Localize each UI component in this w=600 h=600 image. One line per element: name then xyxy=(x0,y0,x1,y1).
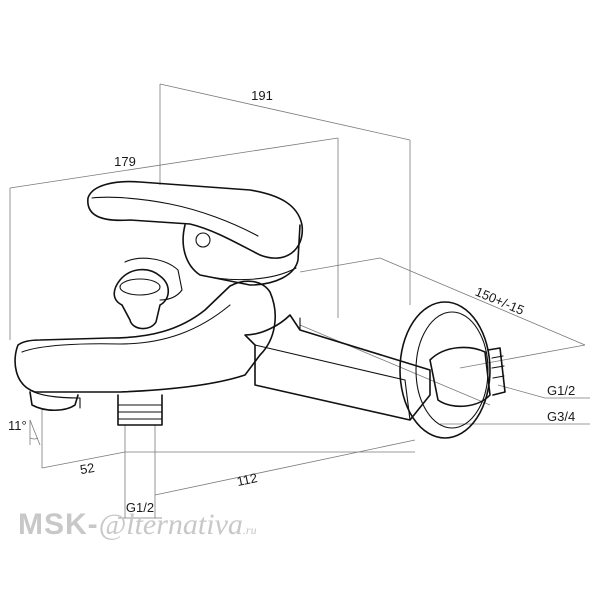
spout-outline xyxy=(14,280,276,393)
dimension-guides xyxy=(9,83,590,519)
label-191: 191 xyxy=(251,88,273,103)
aerator xyxy=(29,391,79,412)
watermark-main: MSK- xyxy=(18,508,99,541)
dim-179-line xyxy=(9,137,339,189)
leader-g12-right xyxy=(497,384,546,399)
dim-112-line xyxy=(154,439,416,496)
dim-52-line xyxy=(41,451,126,469)
spout-top-edge xyxy=(21,304,231,353)
dim-150-ext-bottom xyxy=(459,344,586,369)
dim-150-line xyxy=(379,257,586,346)
diverter-knob xyxy=(113,268,170,330)
label-179: 179 xyxy=(114,154,136,169)
watermark-suffix: .ru xyxy=(242,523,257,537)
body-block xyxy=(244,314,431,421)
cartridge-housing xyxy=(182,224,301,286)
eccentric-thread-3 xyxy=(492,375,505,379)
diverter-knob-top xyxy=(119,278,161,296)
body-block-edge xyxy=(254,344,411,421)
wall-flange-inner xyxy=(415,311,489,429)
label-angle: 11° xyxy=(8,418,27,433)
lever-highlight xyxy=(91,196,259,237)
angle-arc xyxy=(29,437,39,440)
eccentric-thread-1 xyxy=(491,355,504,359)
label-g12-bottom: G1/2 xyxy=(126,500,154,515)
spout-tip-bottom xyxy=(29,389,81,409)
label-52: 52 xyxy=(79,460,96,477)
watermark: MSK- @lternativa .ru xyxy=(18,508,257,542)
watermark-script: @lternativa xyxy=(98,508,243,541)
dimension-labels: 191 179 150+/-15 G1/2 G3/4 11° 52 112 G1… xyxy=(8,88,575,515)
lever-screw xyxy=(195,232,211,248)
label-g34: G3/4 xyxy=(547,409,575,424)
bottom-outlet xyxy=(117,394,163,426)
dim-150-ext-top xyxy=(299,257,381,273)
diverter-collar xyxy=(124,257,183,301)
housing-ring xyxy=(199,267,297,281)
label-150: 150+/-15 xyxy=(473,284,526,318)
angle-ref-tilted xyxy=(29,419,41,446)
label-g12-right: G1/2 xyxy=(547,383,575,398)
lever-handle xyxy=(87,180,303,259)
eccentric-thread-2 xyxy=(491,365,505,369)
faucet-body xyxy=(14,180,506,439)
dim-150-ext-mid xyxy=(299,324,491,406)
label-112: 112 xyxy=(235,470,258,489)
eccentric-thread xyxy=(487,347,506,396)
wall-flange xyxy=(399,301,491,439)
dim-191-line xyxy=(159,83,411,141)
eccentric-nut xyxy=(429,346,491,408)
